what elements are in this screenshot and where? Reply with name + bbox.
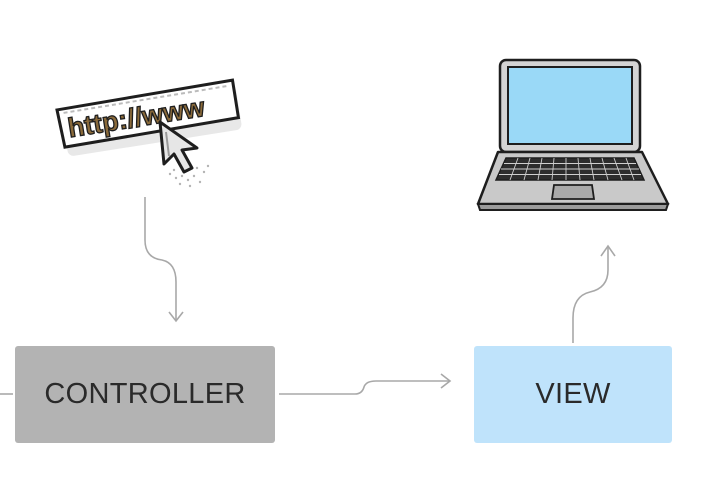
view-to-laptop-arrowhead bbox=[600, 244, 616, 257]
controller-box: CONTROLLER bbox=[15, 346, 275, 443]
laptop-trackpad bbox=[550, 184, 596, 200]
view-box: VIEW bbox=[474, 346, 672, 443]
url-to-controller-arrowhead bbox=[168, 311, 184, 323]
laptop-screen bbox=[507, 66, 633, 145]
cursor-arrow bbox=[158, 120, 199, 174]
controller-to-view-arrowhead bbox=[440, 373, 452, 389]
url-to-controller-arrow bbox=[144, 197, 177, 320]
controller-label: CONTROLLER bbox=[44, 378, 246, 410]
controller-to-view-arrow bbox=[279, 380, 449, 395]
view-to-laptop-arrow bbox=[572, 247, 609, 343]
view-label: VIEW bbox=[535, 378, 611, 410]
url-cursor-icon: http://www bbox=[55, 78, 242, 188]
laptop-icon bbox=[476, 58, 670, 211]
